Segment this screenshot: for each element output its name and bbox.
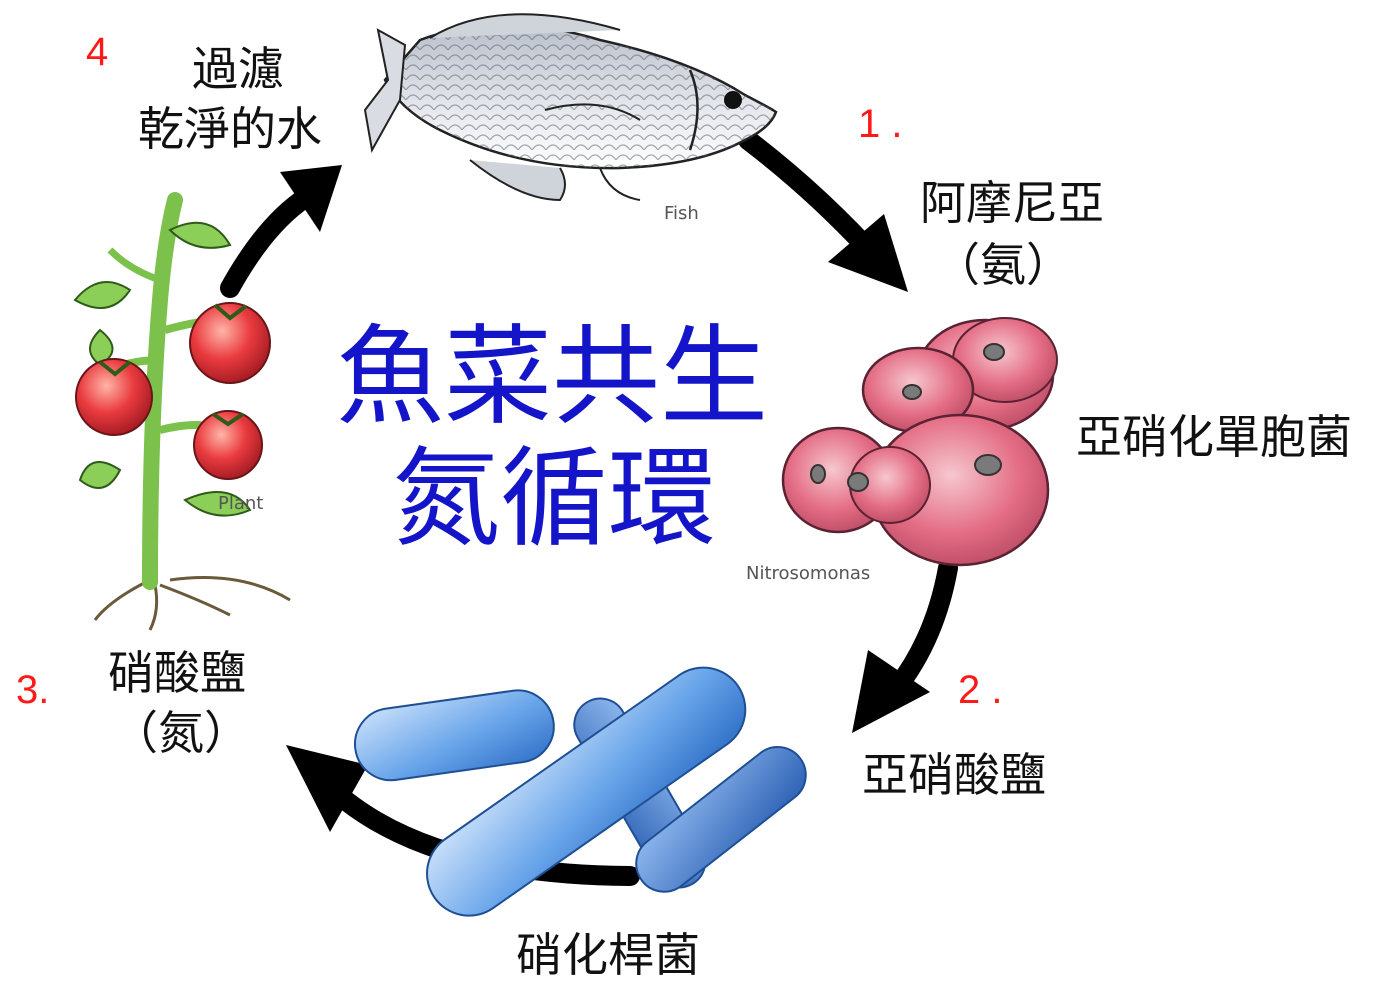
diagram-title-line2: 氮循環	[392, 440, 716, 561]
arrow-plant-to-clean-water	[230, 165, 342, 288]
plant-caption: Plant	[218, 493, 263, 514]
stage-4-number: 4	[86, 30, 108, 75]
stage-1-number: 1 .	[858, 102, 902, 147]
arrow-ammonia-to-nitrite	[852, 568, 948, 733]
stage-1-sublabel: （氨）	[934, 240, 1072, 292]
fish-icon	[365, 14, 776, 200]
nitrosomonas-bacteria-icon	[783, 318, 1057, 565]
nitrosomonas-caption: Nitrosomonas	[746, 563, 870, 584]
stage-2-number: 2 .	[958, 668, 1002, 713]
nitrobacter-bacteria-icon	[350, 651, 817, 932]
stage-3-number: 3.	[16, 668, 49, 713]
nitrosomonas-label: 亞硝化單胞菌	[1076, 412, 1352, 464]
stage-4-sublabel: 乾淨的水	[138, 104, 322, 156]
stage-1-label: 阿摩尼亞	[920, 178, 1104, 230]
stage-3-sublabel: （氮）	[112, 708, 250, 760]
nitrobacter-label: 硝化桿菌	[516, 930, 700, 982]
stage-3-label: 硝酸鹽	[108, 648, 246, 700]
arrow-fish-to-ammonia	[748, 140, 908, 292]
plant-icon	[75, 200, 290, 630]
stage-4-label: 過濾	[192, 44, 284, 96]
fish-caption: Fish	[664, 203, 699, 224]
diagram-title-line1: 魚菜共生	[336, 318, 768, 439]
stage-2-label: 亞硝酸鹽	[862, 750, 1046, 802]
